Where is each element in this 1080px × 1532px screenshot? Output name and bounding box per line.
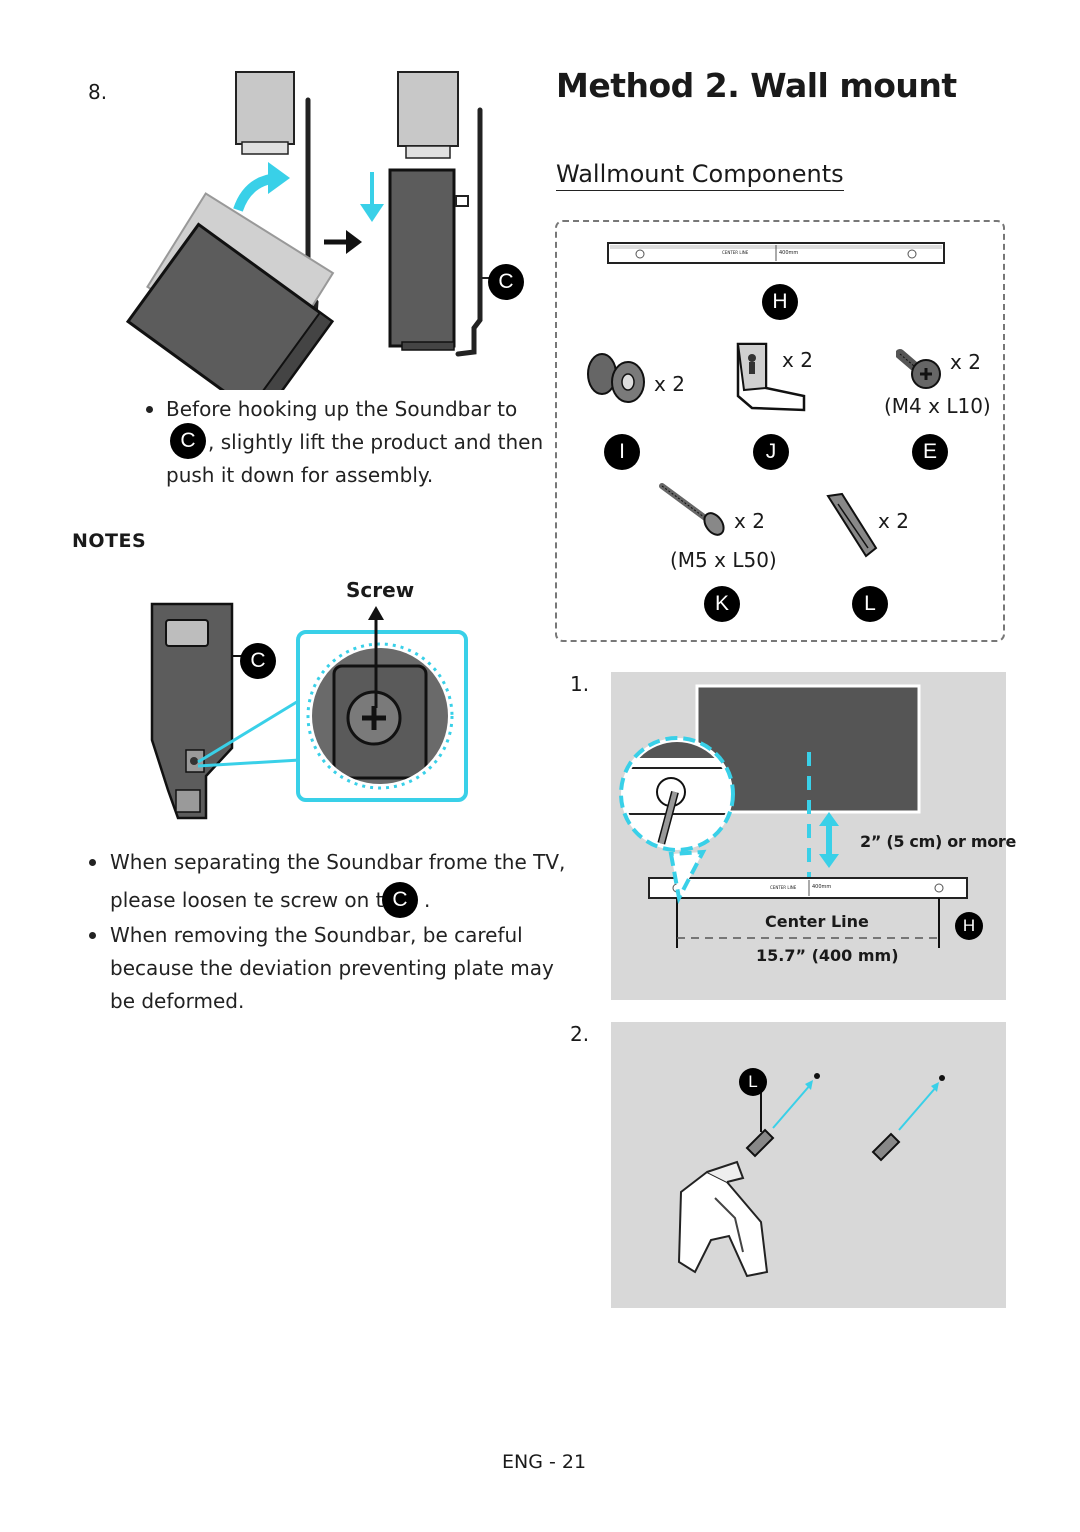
label-c-step8: C [488, 264, 524, 300]
label-e: E [912, 434, 948, 470]
bullet3-line1: When removing the Soundbar, be careful [110, 923, 523, 947]
bullet2-line2: please loosen te screw on the [110, 888, 409, 912]
qty-i: x 2 [654, 372, 685, 396]
label-k: K [704, 586, 740, 622]
label-l-step2: L [739, 1068, 767, 1096]
holder-icon [587, 353, 645, 403]
label-c-notes: C [240, 643, 276, 679]
step1-bracket-center-text: CENTER LINE [770, 885, 797, 890]
bullet3-line3: be deformed. [110, 989, 245, 1013]
wall-anchor-icon [826, 492, 878, 558]
bracket-400-text: 400mm [779, 250, 799, 256]
width-label: 15.7” (400 mm) [756, 946, 899, 965]
label-h: H [762, 284, 798, 320]
step-8-number: 8. [88, 80, 108, 104]
screw-label: Screw [346, 578, 415, 602]
step-1-illustration [619, 684, 968, 948]
center-line-label: Center Line [765, 912, 869, 931]
label-c-inline: C [170, 423, 206, 459]
bullet1-line2: , slightly lift the product and then [208, 430, 544, 454]
label-i: I [604, 434, 640, 470]
bullet2-line2-end: . [424, 888, 431, 912]
step-2-number: 2. [570, 1022, 590, 1046]
page-title: Method 2. Wall mount [556, 66, 957, 105]
bracket-center-text: CENTER LINE [722, 250, 749, 255]
bullet-dot [89, 859, 96, 866]
qty-e: x 2 [950, 350, 981, 374]
qty-k: x 2 [734, 509, 765, 533]
screw-m5-icon [659, 483, 725, 536]
components-box [555, 220, 1005, 642]
bullet2-line1: When separating the Soundbar frome the T… [110, 850, 566, 874]
distance-label: 2” (5 cm) or more [860, 832, 1017, 851]
small-bracket-icon [736, 342, 806, 412]
label-c-bullet2: C [382, 882, 418, 918]
bullet3-line2: because the deviation preventing plate m… [110, 956, 554, 980]
screw-m4-icon [896, 349, 941, 389]
bullet1-line1: Before hooking up the Soundbar to [166, 397, 518, 421]
notes-heading: NOTES [72, 530, 147, 552]
label-l: L [852, 586, 888, 622]
step-2-illustration [677, 1073, 945, 1278]
step-1-number: 1. [570, 672, 590, 696]
section-subtitle: Wallmount Components [556, 160, 844, 191]
spec-k: (M5 x L50) [670, 548, 777, 572]
bullet-dot [146, 406, 153, 413]
qty-j: x 2 [782, 348, 813, 372]
bullet-dot [89, 932, 96, 939]
step-8-illustration [125, 71, 500, 390]
spec-e: (M4 x L10) [884, 394, 991, 418]
notes-screw-illustration [150, 602, 468, 820]
step-2-panel [611, 1022, 1006, 1308]
qty-l: x 2 [878, 509, 909, 533]
label-h-step1: H [955, 912, 983, 940]
page-number: ENG - 21 [502, 1451, 587, 1473]
step1-bracket-400-text: 400mm [812, 884, 832, 890]
bullet1-line3: push it down for assembly. [166, 463, 434, 487]
wall-bracket-h [607, 242, 945, 264]
label-j: J [753, 434, 789, 470]
